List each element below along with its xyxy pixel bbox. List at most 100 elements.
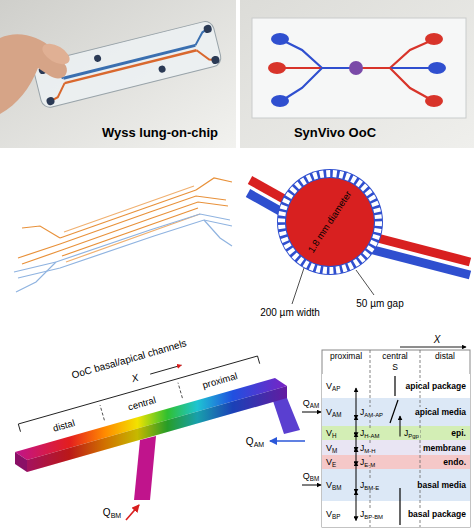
compartment-band: VE endo.: [322, 455, 470, 469]
volume-label: VM: [325, 443, 338, 453]
port: [211, 55, 221, 65]
compartment-band: VBM basal media: [322, 469, 470, 501]
port: [271, 33, 289, 45]
column-header: distal: [435, 352, 455, 361]
channel: [358, 246, 470, 275]
volume-label: VE: [325, 457, 337, 467]
port: [158, 65, 166, 73]
volume-label: VAM: [325, 407, 342, 417]
flow-arrow: [126, 505, 139, 520]
channel: [63, 45, 195, 78]
flow-label: QBM: [103, 507, 121, 518]
flux-arrow: [400, 416, 401, 437]
compartment-name: epi.: [450, 428, 467, 438]
channel-title: OoC basal/apical channels: [70, 337, 187, 380]
edges: [356, 388, 400, 521]
flux-label: JH-AM: [359, 428, 380, 438]
volume-label: VBP: [325, 509, 341, 519]
source-label: S: [392, 363, 398, 372]
port: [203, 24, 213, 34]
channel-shade: [27, 386, 287, 472]
compartment-band: VAP apical package: [322, 374, 470, 398]
compartment-name: apical media: [414, 407, 467, 417]
region-label: proximal: [201, 371, 238, 391]
flux-label: JAM-AP: [359, 407, 384, 417]
chip-photo: [240, 0, 474, 148]
thumb: [39, 40, 73, 69]
glass-slide: [252, 18, 466, 118]
compartment-name: apical package: [405, 381, 467, 391]
channel-front: [27, 386, 287, 472]
flow-arrow: [302, 412, 321, 413]
flux-label: JPgp: [403, 428, 420, 438]
port: [425, 33, 443, 45]
compartment-name: basal media: [416, 480, 467, 490]
divider: [100, 405, 104, 420]
axis-label: X: [130, 372, 139, 384]
flow-arrow: [270, 440, 305, 442]
flux-label: JBM-E: [359, 480, 380, 490]
profile-line: [390, 400, 398, 423]
compartment-name: basal package: [407, 509, 467, 519]
compartment-band: VM membrane: [322, 440, 470, 455]
axis-arrow: [150, 365, 181, 374]
compartment-frame: [322, 350, 470, 527]
pillar-ring: [277, 169, 383, 275]
port: [428, 62, 446, 74]
compartment-name: endo.: [442, 457, 467, 467]
chip-photo: [0, 0, 236, 148]
region-label: central: [127, 395, 157, 413]
compartment-band: VAM apical media: [322, 398, 470, 426]
flux-label: JM-H: [359, 443, 376, 453]
column-header: central: [382, 352, 408, 361]
photo-caption: SynVivo OoC: [294, 126, 376, 140]
axis-label: X: [434, 334, 441, 345]
compartment-band: VHepi.: [322, 426, 470, 440]
flow-label: QAM: [246, 436, 264, 447]
inlet-arm: [134, 436, 156, 500]
pillars: [282, 174, 379, 271]
column-divider: [420, 350, 421, 527]
region-label: distal: [52, 418, 76, 434]
volume-label: VAP: [325, 381, 341, 391]
flow-label: QAM: [303, 399, 319, 409]
profile-line: [394, 376, 395, 396]
flux-arrow: [356, 388, 357, 419]
channel-3d: [15, 356, 305, 520]
compartment-band: VBP basal package: [322, 501, 470, 527]
flow-label: QBM: [303, 472, 319, 482]
dimension: 200 µm width: [260, 307, 320, 318]
flux-label: JE-M: [359, 457, 376, 467]
axis-arrow: [400, 347, 466, 348]
leader-line: [356, 270, 374, 295]
chamber: [286, 178, 374, 266]
port: [268, 62, 286, 74]
port: [46, 96, 56, 106]
photo-caption: Wyss lung-on-chip: [102, 126, 218, 140]
channel-top: [15, 378, 287, 460]
port: [425, 95, 443, 107]
leader-line: [292, 268, 304, 304]
flux-arrow: [356, 491, 357, 521]
bracket: [18, 356, 259, 432]
compartment-name: membrane: [422, 443, 467, 453]
photo-ground: [0, 0, 236, 148]
profile-line: [399, 488, 400, 525]
flow-arrow: [302, 485, 321, 486]
dimension: 50 µm gap: [356, 298, 403, 309]
channel: [65, 50, 197, 83]
network: [284, 42, 430, 98]
flux-arrow: [356, 462, 357, 493]
divider: [178, 383, 182, 398]
port: [93, 54, 101, 62]
flux-label: JBP-BM: [359, 509, 384, 519]
port: [271, 95, 289, 107]
volume-label: VBM: [325, 480, 342, 490]
chamber-drawing: [248, 169, 470, 304]
chamber: [349, 61, 363, 75]
column-header: proximal: [330, 352, 362, 361]
photo-ground: [240, 0, 474, 148]
chip-drawing: [14, 178, 232, 292]
channel-end: [15, 452, 27, 472]
